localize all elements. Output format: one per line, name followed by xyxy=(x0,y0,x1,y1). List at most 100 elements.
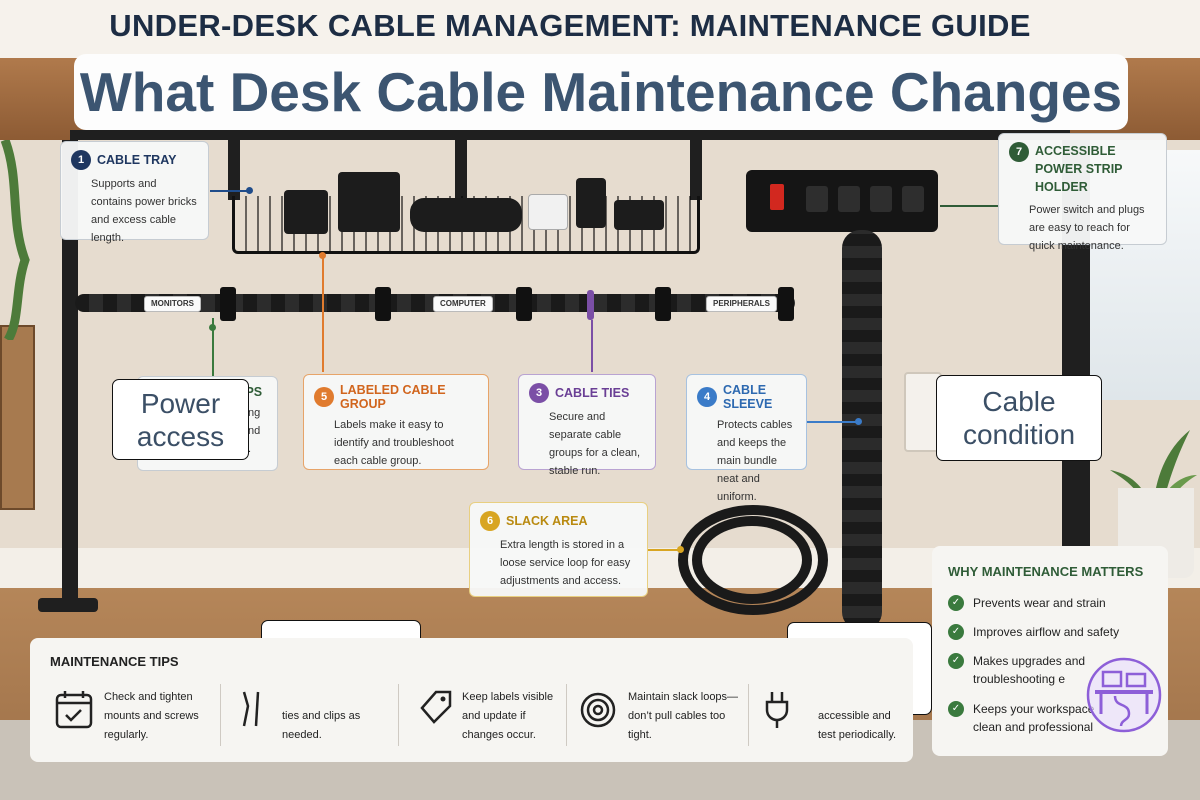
benefit-item: ✓ Makes upgrades and troubleshooting e xyxy=(948,652,1098,688)
callout-number: 7 xyxy=(1009,142,1029,162)
desk-foot-left xyxy=(38,598,98,612)
white-power-adapter xyxy=(528,194,568,230)
tip-text: Keep labels visible and update if change… xyxy=(462,691,554,741)
guide-title: UNDER-DESK CABLE MANAGEMENT: MAINTENANCE… xyxy=(109,8,1031,43)
callout-text: Secure and separate cable groups for a c… xyxy=(549,411,641,477)
callout-connector xyxy=(806,421,858,423)
side-cabinet xyxy=(0,325,35,510)
callout-cable-sleeve: 4 CABLE SLEEVE Protects cables and keeps… xyxy=(686,374,807,503)
tools-icon xyxy=(242,691,260,727)
check-icon: ✓ xyxy=(948,701,964,717)
overlay-label-power-access: Power access xyxy=(112,379,249,460)
callout-title: ACCESSIBLE POWER STRIP HOLDER xyxy=(1035,144,1123,194)
hanging-plant-icon xyxy=(0,140,30,340)
power-brick xyxy=(614,200,664,230)
benefit-text: Keeps your workspace clean and professio… xyxy=(973,702,1095,734)
cable-coil-icon xyxy=(580,692,616,728)
callout-slack-area: 6 SLACK AREA Extra length is stored in a… xyxy=(469,502,648,597)
tip-item: ties and clips as needed. xyxy=(238,688,383,745)
label-tag-icon xyxy=(420,690,452,724)
callout-dot xyxy=(319,252,326,259)
callout-text: Extra length is stored in a loose servic… xyxy=(500,539,631,587)
tip-divider xyxy=(748,684,749,746)
callout-connector xyxy=(940,205,1000,207)
power-brick xyxy=(410,198,522,232)
callout-connector xyxy=(648,549,680,551)
wall-outlet xyxy=(904,372,942,452)
tray-bracket-right xyxy=(690,138,702,200)
power-strip-socket xyxy=(870,186,892,212)
tip-divider xyxy=(398,684,399,746)
check-icon: ✓ xyxy=(948,595,964,611)
check-icon: ✓ xyxy=(948,624,964,640)
tip-item: Maintain slack loops—don’t pull cables t… xyxy=(578,688,746,745)
callout-connector xyxy=(210,190,250,192)
check-icon: ✓ xyxy=(948,653,964,669)
cable-label-tag: PERIPHERALS xyxy=(706,296,777,312)
callout-text: Supports and contains power bricks and e… xyxy=(91,178,197,244)
power-strip-socket xyxy=(838,186,860,212)
power-strip-socket xyxy=(902,186,924,212)
power-brick xyxy=(576,178,606,228)
callout-connector xyxy=(322,254,324,372)
desk-crossbar xyxy=(70,130,1070,140)
desk-leg-left xyxy=(62,140,78,610)
power-brick xyxy=(338,172,400,232)
why-maintenance-title: WHY MAINTENANCE MATTERS xyxy=(948,564,1144,579)
plug-icon xyxy=(765,692,789,728)
callout-dot xyxy=(855,418,862,425)
cable-clip xyxy=(516,287,532,321)
callout-number: 3 xyxy=(529,383,549,403)
tray-bracket-mid xyxy=(455,138,467,200)
benefit-text: Makes upgrades and troubleshooting e xyxy=(973,654,1086,686)
slack-loop-coil xyxy=(678,505,828,615)
callout-text: Power switch and plugs are easy to reach… xyxy=(1029,204,1145,252)
callout-title: CABLE TRAY xyxy=(97,153,177,167)
calendar-check-icon xyxy=(55,691,93,729)
cable-clip xyxy=(220,287,236,321)
maintenance-tips-panel xyxy=(30,638,913,762)
tip-item: Check and tighten mounts and screws regu… xyxy=(54,688,209,745)
callout-connector xyxy=(212,318,214,378)
benefit-text: Improves airflow and safety xyxy=(973,625,1120,639)
cable-label-tag: MONITORS xyxy=(144,296,201,312)
callout-dot xyxy=(209,324,216,331)
power-brick xyxy=(284,190,328,234)
callout-dot xyxy=(246,187,253,194)
callout-connector xyxy=(591,320,593,372)
benefit-item: ✓ Keeps your workspace clean and profess… xyxy=(948,700,1098,736)
page-header-background xyxy=(0,0,1200,60)
callout-title: CABLE TIES xyxy=(555,386,630,400)
power-strip-socket xyxy=(806,186,828,212)
callout-number: 5 xyxy=(314,387,334,407)
cable-sleeve xyxy=(842,230,882,630)
cable-clip xyxy=(655,287,671,321)
callout-dot xyxy=(677,546,684,553)
maintenance-tips-title: MAINTENANCE TIPS xyxy=(50,654,179,669)
callout-cable-tray: 1 CABLE TRAY Supports and contains power… xyxy=(60,141,209,244)
tip-text: ties and clips as needed. xyxy=(282,710,361,741)
tip-divider xyxy=(220,684,221,746)
tip-item: Keep labels visible and update if change… xyxy=(418,688,567,745)
callout-cable-ties: 3 CABLE TIES Secure and separate cable g… xyxy=(518,374,656,477)
callout-text: Labels make it easy to identify and trou… xyxy=(334,419,454,467)
cable-clip xyxy=(778,287,794,321)
power-switch xyxy=(770,184,784,210)
overlay-label-cable-condition: Cable condition xyxy=(936,375,1102,461)
callout-text: ng nd . xyxy=(248,407,261,455)
tip-text: accessible and test periodically. xyxy=(818,710,897,741)
cable-clip xyxy=(375,287,391,321)
callout-title: LABELED CABLE GROUP xyxy=(340,383,446,411)
callout-text: Protects cables and keeps the main bundl… xyxy=(717,419,793,503)
tip-item: accessible and test periodically. xyxy=(764,688,910,745)
desk-workspace-logo-icon xyxy=(1086,657,1162,733)
callout-number: 1 xyxy=(71,150,91,170)
callout-power-strip-holder: 7 ACCESSIBLE POWER STRIP HOLDER Power sw… xyxy=(998,133,1167,252)
banner-heading: What Desk Cable Maintenance Changes xyxy=(74,54,1128,130)
callout-number: 4 xyxy=(697,387,717,407)
cable-tie-purple xyxy=(587,290,594,320)
callout-number: 6 xyxy=(480,511,500,531)
tray-bracket-left xyxy=(228,138,240,200)
benefit-item: ✓ Improves airflow and safety xyxy=(948,623,1119,641)
tip-text: Check and tighten mounts and screws regu… xyxy=(104,691,199,741)
